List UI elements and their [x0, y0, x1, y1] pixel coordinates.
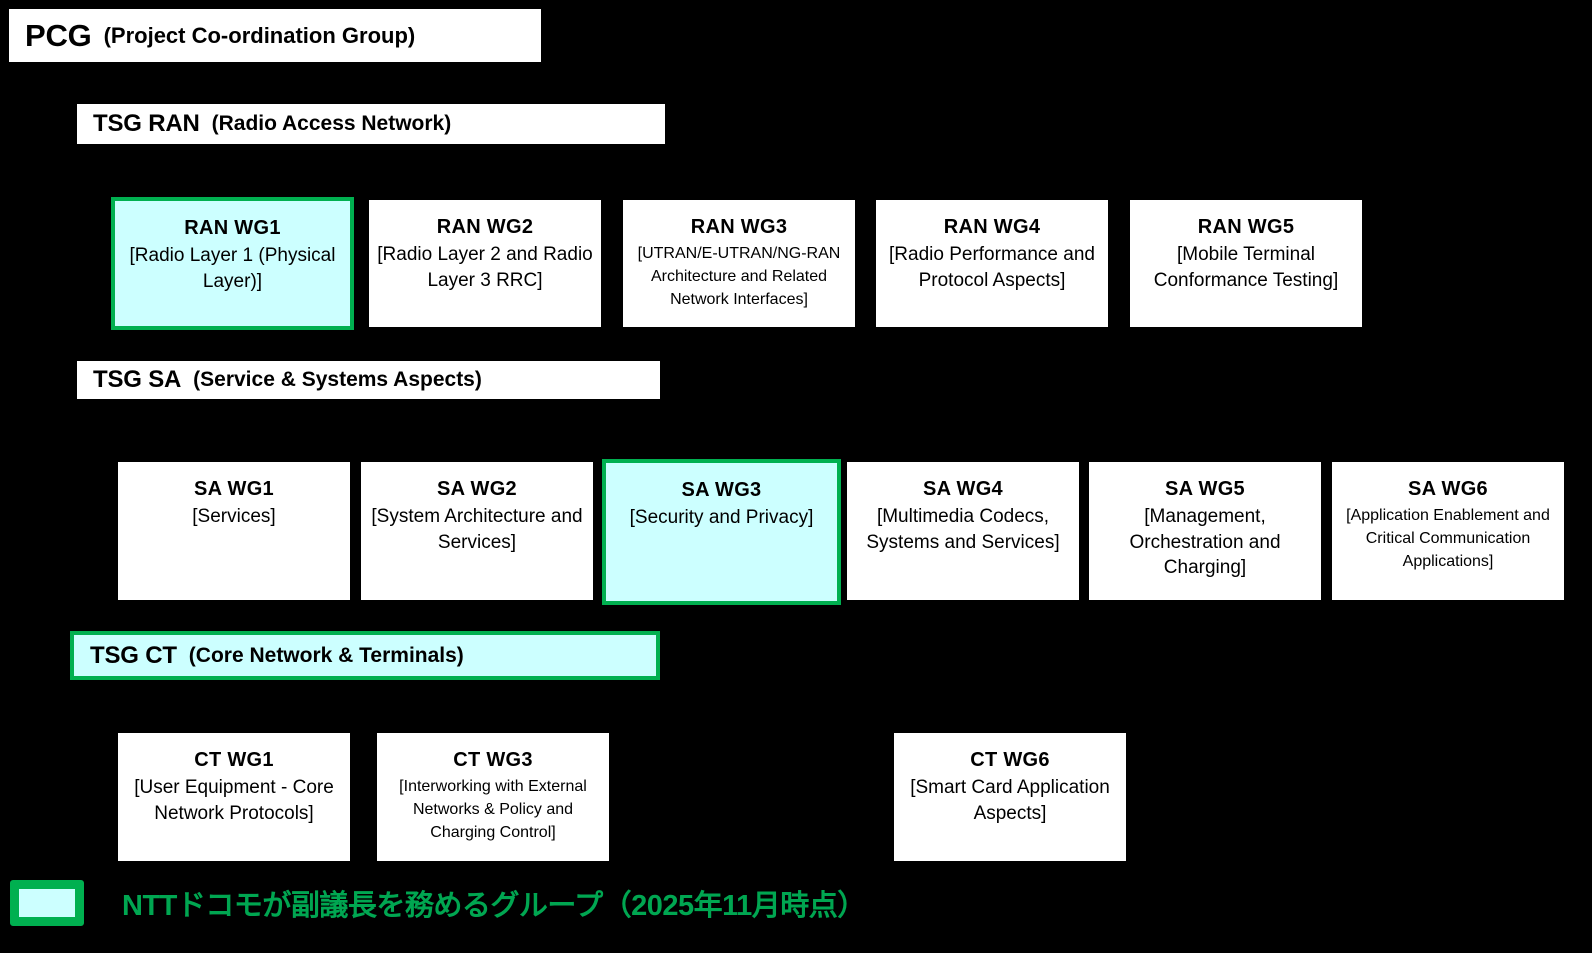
- tsg-ct-abbr: TSG CT: [90, 641, 177, 669]
- sa-wg4-title: SA WG4: [923, 478, 1003, 500]
- sa-wg5-box[interactable]: SA WG5 [Management, Orchestration and Ch…: [1088, 461, 1322, 601]
- ran-wg2-title: RAN WG2: [436, 216, 534, 238]
- ct-wg1-title: CT WG1: [194, 749, 274, 771]
- sa-wg2-desc: [System Architecture and Services]: [371, 506, 583, 553]
- sa-wg2-box[interactable]: SA WG2 [System Architecture and Services…: [360, 461, 594, 601]
- sa-wg3-title: SA WG3: [681, 479, 762, 501]
- sa-wg4-desc: [Multimedia Codecs, Systems and Services…: [866, 506, 1060, 553]
- sa-wg5-title: SA WG5: [1165, 478, 1245, 500]
- connector-ct-to-wgs: [364, 680, 367, 732]
- ran-wg1-title: RAN WG1: [184, 217, 281, 239]
- ct-wg1-box[interactable]: CT WG1 [User Equipment - Core Network Pr…: [117, 732, 351, 862]
- tsg-ct-bar[interactable]: TSG CT (Core Network & Terminals): [70, 631, 660, 680]
- ran-wg4-box[interactable]: RAN WG4 [Radio Performance and Protocol …: [875, 199, 1109, 328]
- ran-wg2-box[interactable]: RAN WG2 [Radio Layer 2 and Radio Layer 3…: [368, 199, 602, 328]
- pcg-bar[interactable]: PCG (Project Co-ordination Group): [8, 8, 542, 63]
- sa-wg1-desc: [Services]: [192, 506, 276, 527]
- legend-highlight-swatch-icon: [10, 880, 84, 926]
- ct-wg6-box[interactable]: CT WG6 [Smart Card Application Aspects]: [893, 732, 1127, 862]
- connector-ran-to-wgs: [232, 144, 235, 198]
- ran-wg3-desc: [UTRAN/E-UTRAN/NG-RAN Architecture and R…: [637, 245, 841, 309]
- sa-wg6-title: SA WG6: [1408, 478, 1488, 500]
- connector-sa-to-wgs: [721, 400, 724, 460]
- tsg-sa-full-name: (Service & Systems Aspects): [193, 368, 482, 391]
- pcg-full-name: (Project Co-ordination Group): [103, 22, 416, 48]
- ran-wg4-title: RAN WG4: [943, 216, 1041, 238]
- ct-wg3-desc: [Interworking with External Networks & P…: [399, 778, 587, 842]
- legend: NTTドコモが副議長を務めるグループ（2025年11月時点）: [10, 880, 866, 926]
- ran-wg4-desc: [Radio Performance and Protocol Aspects]: [889, 244, 1095, 291]
- ct-wg3-title: CT WG3: [453, 749, 533, 771]
- legend-label: NTTドコモが副議長を務めるグループ（2025年11月時点）: [122, 890, 866, 922]
- ran-wg5-title: RAN WG5: [1197, 216, 1295, 238]
- ran-wg3-box[interactable]: RAN WG3 [UTRAN/E-UTRAN/NG-RAN Architectu…: [622, 199, 856, 328]
- sa-wg6-desc: [Application Enablement and Critical Com…: [1346, 507, 1550, 571]
- sa-wg2-title: SA WG2: [437, 478, 517, 500]
- tsg-ran-bar[interactable]: TSG RAN (Radio Access Network): [76, 103, 666, 145]
- tsg-sa-bar[interactable]: TSG SA (Service & Systems Aspects): [76, 360, 661, 400]
- sa-wg1-box[interactable]: SA WG1 [Services]: [117, 461, 351, 601]
- sa-wg3-desc: [Security and Privacy]: [629, 507, 814, 528]
- ran-wg1-desc: [Radio Layer 1 (Physical Layer)]: [129, 245, 336, 292]
- connector-pcg-to-ran: [232, 56, 235, 104]
- tsg-ct-full-name: (Core Network & Terminals): [188, 643, 464, 667]
- ran-wg5-box[interactable]: RAN WG5 [Mobile Terminal Conformance Tes…: [1129, 199, 1363, 328]
- ran-wg2-desc: [Radio Layer 2 and Radio Layer 3 RRC]: [377, 244, 593, 291]
- ct-wg3-box[interactable]: CT WG3 [Interworking with External Netwo…: [376, 732, 610, 862]
- tsg-ran-full-name: (Radio Access Network): [211, 112, 452, 135]
- ran-wg1-box[interactable]: RAN WG1 [Radio Layer 1 (Physical Layer)]: [111, 197, 354, 330]
- sa-wg6-box[interactable]: SA WG6 [Application Enablement and Criti…: [1331, 461, 1565, 601]
- ct-wg6-title: CT WG6: [970, 749, 1050, 771]
- sa-wg5-desc: [Management, Orchestration and Charging]: [1129, 506, 1281, 579]
- ct-wg6-desc: [Smart Card Application Aspects]: [910, 777, 1110, 824]
- pcg-abbr: PCG: [25, 17, 92, 53]
- sa-wg3-box[interactable]: SA WG3 [Security and Privacy]: [602, 459, 841, 605]
- ran-wg3-title: RAN WG3: [690, 216, 788, 238]
- ct-wg1-desc: [User Equipment - Core Network Protocols…: [134, 777, 334, 824]
- tsg-ran-abbr: TSG RAN: [93, 110, 200, 137]
- ran-wg5-desc: [Mobile Terminal Conformance Testing]: [1153, 244, 1339, 291]
- sa-wg1-title: SA WG1: [194, 478, 274, 500]
- tsg-sa-abbr: TSG SA: [93, 366, 182, 393]
- sa-wg4-box[interactable]: SA WG4 [Multimedia Codecs, Systems and S…: [846, 461, 1080, 601]
